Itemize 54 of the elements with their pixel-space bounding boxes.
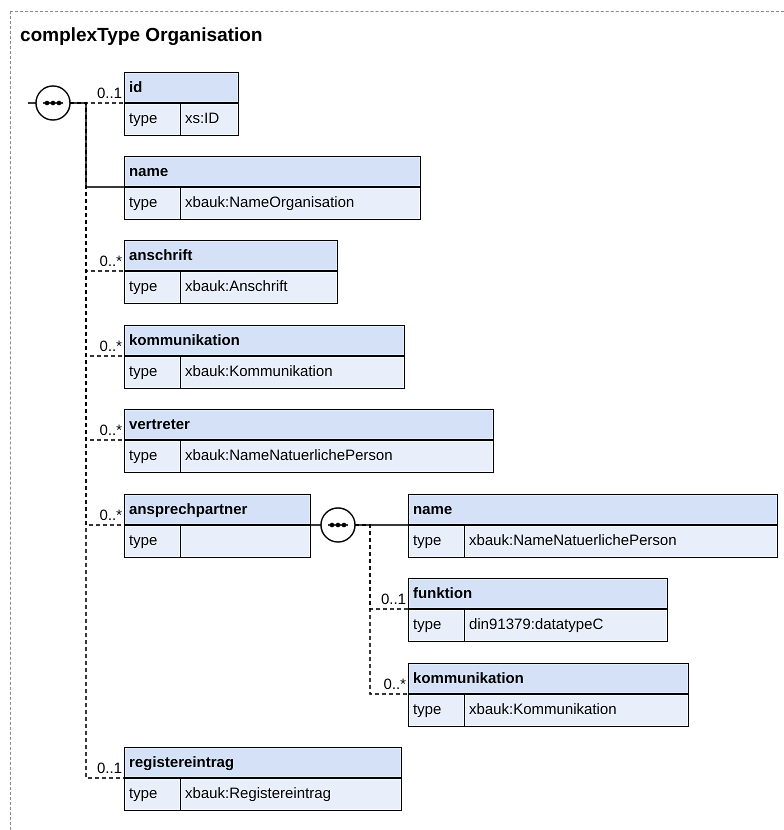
type-label-cell: type <box>409 610 465 641</box>
type-value-cell: xbauk:Kommunikation <box>465 695 688 726</box>
element-name-header: id <box>125 73 238 104</box>
connector-line <box>311 524 321 526</box>
element-box <box>124 240 338 304</box>
element-name-header: kommunikation <box>409 664 688 695</box>
type-value-cell: xbauk:NameNatuerlichePerson <box>465 526 777 557</box>
element-box <box>408 578 668 642</box>
type-value-cell: xbauk:NameNatuerlichePerson <box>181 441 493 472</box>
type-label-cell: type <box>409 695 465 726</box>
cardinality-label: 0..1 <box>380 592 407 607</box>
type-label-cell: type <box>125 357 181 388</box>
type-label-cell: type <box>125 104 181 135</box>
type-value-cell: xbauk:Anschrift <box>181 272 337 303</box>
element-name-header: vertreter <box>125 410 493 441</box>
element-name-header: kommunikation <box>125 326 404 357</box>
cardinality-label: 0..1 <box>96 86 123 101</box>
element-box <box>124 409 494 473</box>
type-label-cell: type <box>125 188 181 219</box>
element-box <box>408 663 689 727</box>
type-label-cell: type <box>125 526 181 557</box>
type-label-cell: type <box>125 441 181 472</box>
element-name-header: name <box>125 157 420 188</box>
cardinality-label: 0..* <box>98 254 123 269</box>
element-box <box>124 156 421 220</box>
connector-line <box>28 102 36 104</box>
element-box <box>408 494 778 558</box>
type-value-cell: xbauk:Registereintrag <box>181 779 401 810</box>
type-label-cell: type <box>125 779 181 810</box>
element-box <box>124 747 402 811</box>
element-box <box>124 325 405 389</box>
sequence-symbol <box>35 85 71 121</box>
element-box <box>124 494 311 558</box>
type-value-cell: xbauk:Kommunikation <box>181 357 404 388</box>
type-value-cell: xs:ID <box>181 104 238 135</box>
element-name-header: ansprechpartner <box>125 495 310 526</box>
element-name-header: registereintrag <box>125 748 401 779</box>
sequence-symbol <box>320 507 356 543</box>
type-value-cell: xbauk:NameOrganisation <box>181 188 420 219</box>
complex-type-heading: complexType Organisation <box>20 25 262 47</box>
type-label-cell: type <box>409 526 465 557</box>
cardinality-label: 0..1 <box>96 761 123 776</box>
cardinality-label: 0..* <box>98 423 123 438</box>
cardinality-label: 0..* <box>98 339 123 354</box>
type-value-cell: din91379:datatypeC <box>465 610 667 641</box>
complex-type-frame <box>10 11 784 830</box>
type-label-cell: type <box>125 272 181 303</box>
element-name-header: funktion <box>409 579 667 610</box>
element-box <box>124 72 239 136</box>
connector-line <box>355 524 408 695</box>
element-name-header: name <box>409 495 777 526</box>
cardinality-label: 0..* <box>382 677 407 692</box>
cardinality-label: 0..* <box>98 508 123 523</box>
element-name-header: anschrift <box>125 241 337 272</box>
